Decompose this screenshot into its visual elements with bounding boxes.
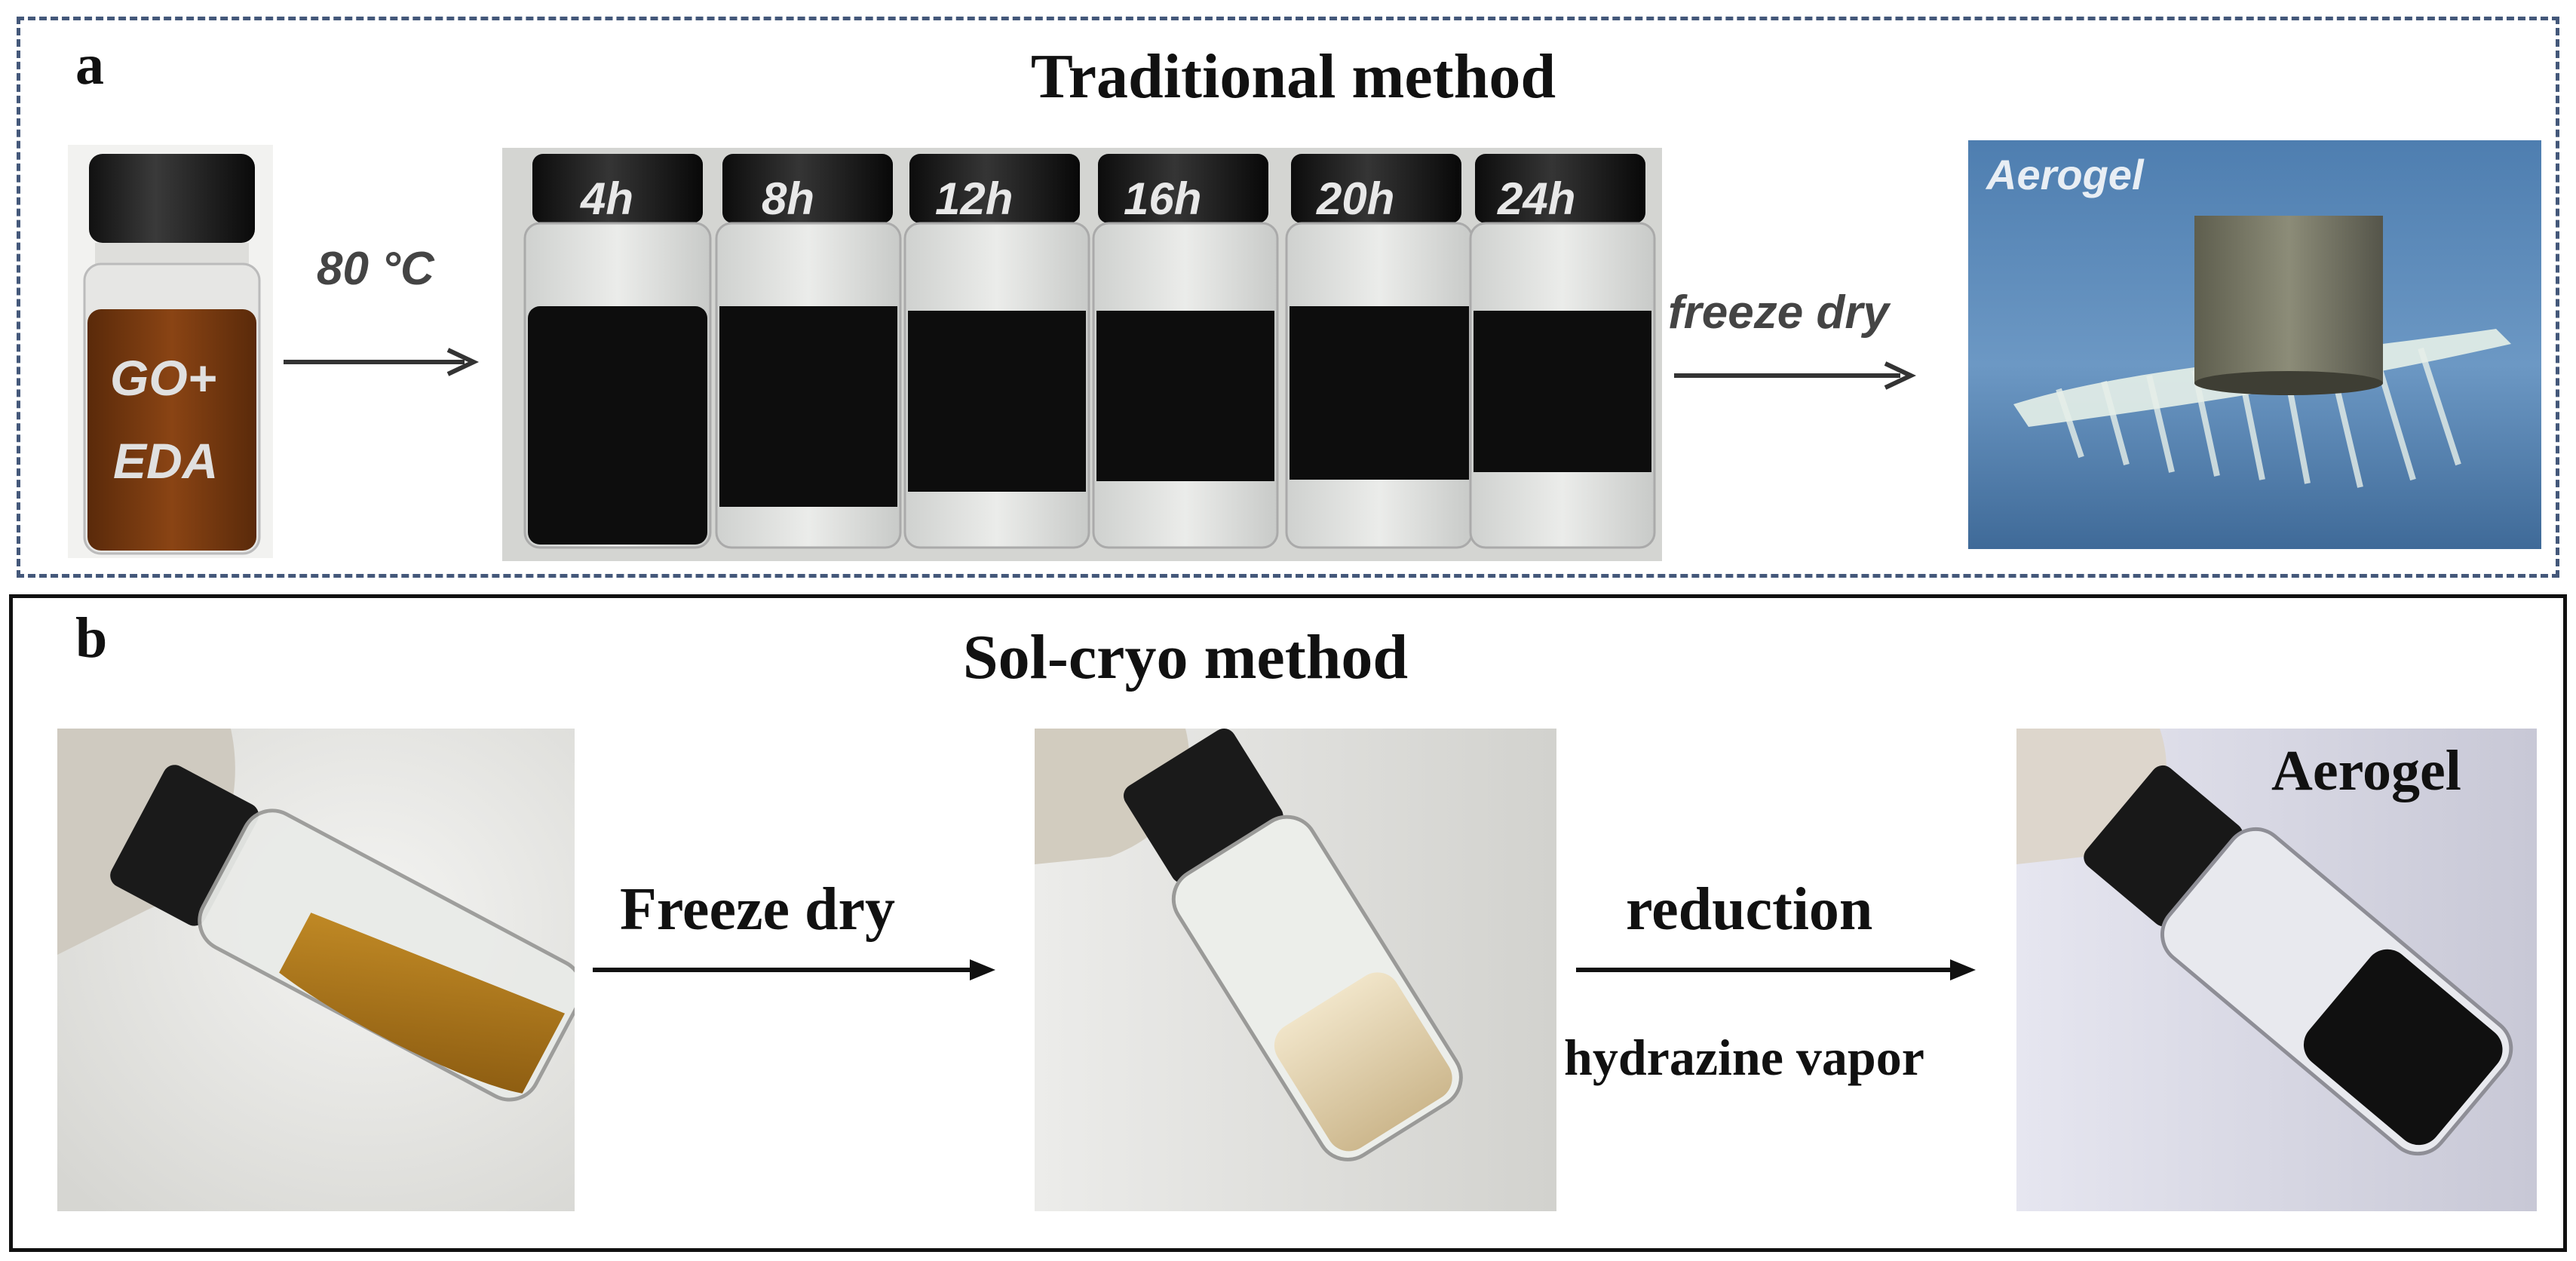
arrow-right-icon (1674, 361, 1923, 391)
vial-text-eda: EDA (113, 433, 219, 489)
arrow-temperature-label: 80 °C (317, 243, 434, 295)
time-label-12h: 12h (935, 173, 1014, 224)
time-label-8h: 8h (762, 173, 815, 224)
arrow-right-icon (1576, 955, 1983, 985)
arrow-freeze-dry-label: Freeze dry (620, 876, 895, 943)
arrow-right-icon (284, 347, 487, 377)
freeze-dried-foam-vial-photo (1035, 729, 1556, 1211)
panel-b-label: b (75, 606, 108, 670)
panel-a-label: a (75, 33, 104, 97)
time-series-vials-photo (502, 148, 1662, 561)
time-label-20h: 20h (1317, 173, 1395, 224)
panel-a-frame (17, 17, 2559, 578)
aerogel-photo-label: Aerogel (2271, 739, 2461, 802)
aerogel-on-feather-photo (1968, 140, 2541, 549)
time-label-16h: 16h (1124, 173, 1202, 224)
time-label-4h: 4h (581, 173, 634, 224)
arrow-freeze-dry-label: freeze dry (1668, 287, 1889, 339)
go-solution-vial-photo (57, 729, 575, 1211)
arrow-right-icon (593, 955, 1000, 985)
go-eda-vial-photo (68, 145, 273, 558)
arrow-reduction-label: reduction (1626, 876, 1873, 943)
panel-a-title: Traditional method (1030, 41, 1556, 112)
vial-text-go: GO+ (110, 350, 217, 406)
panel-b-frame (9, 594, 2567, 1252)
time-label-24h: 24h (1498, 173, 1576, 224)
reduced-aerogel-vial-photo (2016, 729, 2537, 1211)
aerogel-photo-label: Aerogel (1986, 151, 2144, 198)
arrow-hydrazine-vapor-label: hydrazine vapor (1564, 1029, 1924, 1086)
panel-b-title: Sol-cryo method (962, 622, 1409, 692)
